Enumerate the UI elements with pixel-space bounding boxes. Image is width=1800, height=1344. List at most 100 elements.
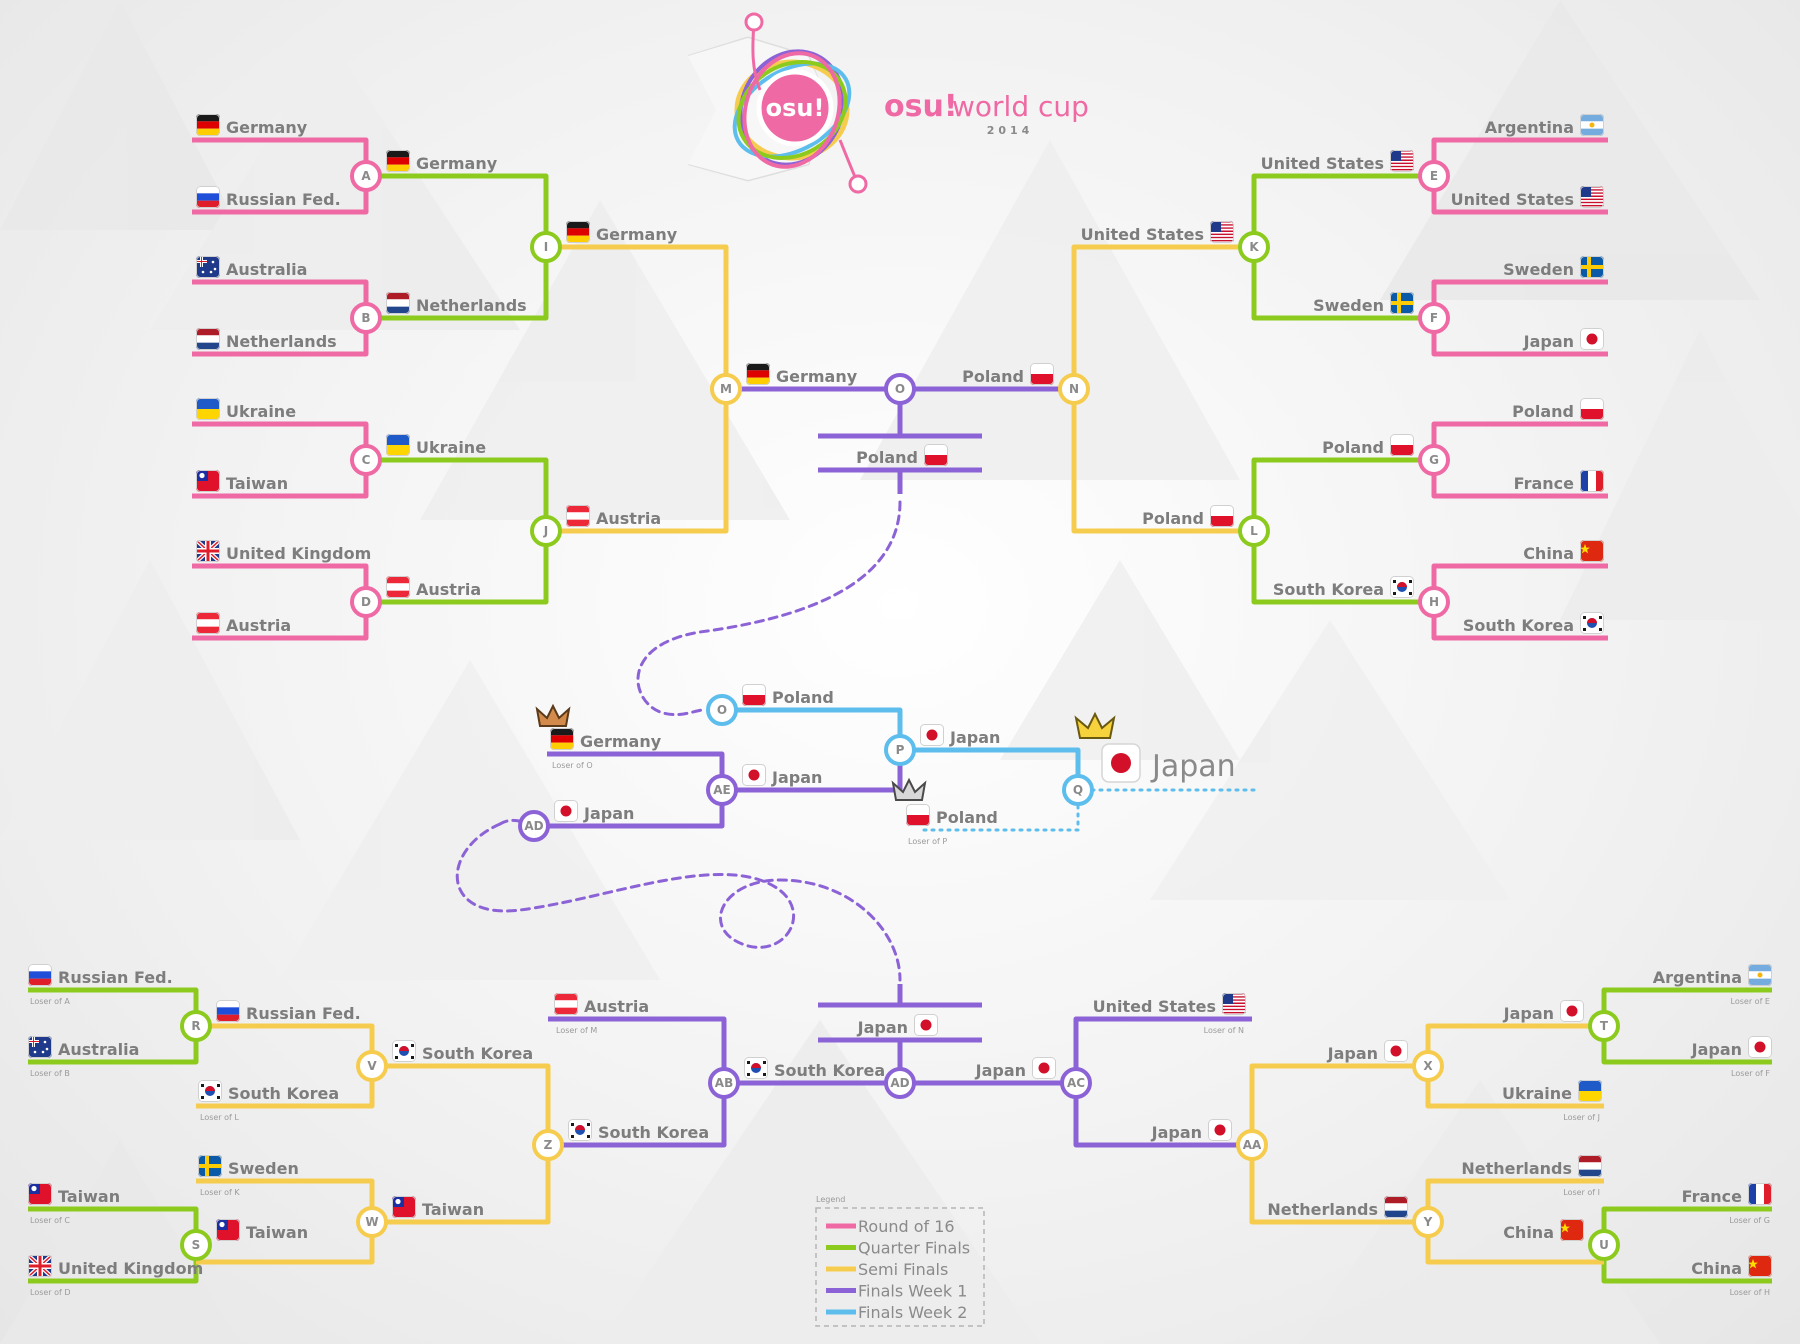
team-name: Germany — [416, 154, 498, 173]
team-note: Loser of C — [30, 1216, 70, 1225]
match-node-label: AA — [1243, 1138, 1262, 1152]
team-note: Loser of H — [1730, 1288, 1770, 1297]
jp-flag-icon — [1032, 1057, 1056, 1079]
logo-dot-bottom — [848, 174, 868, 194]
team-name: United Kingdom — [58, 1259, 203, 1278]
team-lb-ab-left-1: South Korea — [744, 1057, 885, 1080]
fr-flag-icon — [1580, 470, 1604, 492]
jp-flag-icon — [914, 1014, 938, 1036]
team-note: Loser of P — [908, 837, 947, 846]
nl-flag-icon — [1578, 1155, 1602, 1177]
team-wb-sf-right-0: United States — [1081, 221, 1234, 244]
gold-crown-icon — [1074, 711, 1116, 739]
team-name: China — [1523, 544, 1574, 563]
match-node-j: J — [530, 515, 562, 547]
ar-flag-icon — [1748, 964, 1772, 986]
team-lb-r2-right-3: China — [1503, 1219, 1584, 1242]
team-lb-r2-left-0: Russian Fed. — [216, 1000, 361, 1023]
pl-flag-icon — [906, 804, 930, 826]
match-node-label: P — [896, 743, 905, 757]
team-name: Netherlands — [416, 296, 527, 315]
team-name: Japan — [771, 768, 822, 787]
team-name: Taiwan — [422, 1200, 484, 1219]
team-name: United Kingdom — [226, 544, 371, 563]
team-name: Japan — [949, 728, 1000, 747]
at-flag-icon — [196, 612, 220, 634]
team-wb-r16-right-3: Japan — [1523, 328, 1604, 351]
q-loser-dotted — [916, 788, 1080, 832]
pl-flag-icon — [924, 444, 948, 466]
legend-label: Semi Finals — [858, 1260, 948, 1279]
team-name: France — [1682, 1187, 1742, 1206]
legend-item: Finals Week 2 — [826, 1303, 967, 1322]
nl-flag-icon — [1384, 1196, 1408, 1218]
logo-ring-green — [736, 60, 848, 160]
legend-item: Quarter Finals — [826, 1239, 970, 1258]
legend-label: Finals Week 2 — [858, 1303, 967, 1322]
team-wb-r16-right-2: Sweden — [1503, 256, 1604, 279]
nl-flag-icon — [386, 292, 410, 314]
ru-flag-icon — [28, 964, 52, 986]
match-node-label: AD — [890, 1076, 909, 1090]
bracket-lines — [28, 137, 1772, 1284]
match-node-label: N — [1069, 382, 1079, 396]
match-node-label: V — [367, 1059, 377, 1073]
team-wb-r16-left-6: United Kingdom — [196, 540, 371, 563]
match-node-n: N — [1058, 373, 1090, 405]
team-name: Australia — [58, 1040, 139, 1059]
jp-flag-icon — [1208, 1119, 1232, 1141]
logo-badge-text: osu! — [766, 94, 825, 122]
legend-item: Round of 16 — [826, 1217, 955, 1236]
match-node-a: A — [350, 160, 382, 192]
jp-flag-icon — [1384, 1040, 1408, 1062]
bronze-crown-icon — [535, 703, 571, 727]
team-note: Loser of M — [556, 1026, 597, 1035]
team-name: Ukraine — [226, 402, 296, 421]
team-lb-r2-right-1: Japan — [1327, 1040, 1408, 1063]
match-node-ad2: AD — [518, 810, 550, 842]
us-flag-icon — [1390, 150, 1414, 172]
tw-flag-icon — [196, 470, 220, 492]
team-wb-r16-left-0: Germany — [196, 114, 308, 137]
silver-crown-icon — [891, 777, 927, 801]
match-node-label: X — [1423, 1059, 1433, 1073]
match-node-z: Z — [532, 1129, 564, 1161]
team-lb-r1-left-0: Russian Fed.Loser of A — [28, 964, 173, 1006]
team-name: Poland — [936, 808, 998, 827]
team-note: Loser of G — [1729, 1216, 1770, 1225]
match-node-label: AB — [715, 1076, 733, 1090]
match-node-label: AE — [713, 783, 730, 797]
team-name: South Korea — [598, 1123, 709, 1142]
ua-flag-icon — [1578, 1080, 1602, 1102]
team-name: Poland — [1322, 438, 1384, 457]
team-note: Loser of D — [30, 1288, 71, 1297]
team-name: Japan — [1503, 1004, 1554, 1023]
match-node-label: H — [1429, 595, 1439, 609]
match-node-label: AD — [524, 819, 543, 833]
team-wb-sf-right-1: Poland — [1142, 505, 1234, 528]
team-lb-ac-right-1: Japan — [975, 1057, 1056, 1080]
match-node-label: I — [544, 240, 548, 254]
match-node-y: Y — [1412, 1206, 1444, 1238]
legend-frame — [815, 1207, 985, 1327]
match-node-label: S — [192, 1238, 201, 1252]
match-node-ac: AC — [1060, 1067, 1092, 1099]
match-node-label: W — [365, 1215, 378, 1229]
team-name: Japan — [1691, 1040, 1742, 1059]
team-wb-r16-right-5: France — [1514, 470, 1604, 493]
team-name: Taiwan — [226, 474, 288, 493]
match-node-label: G — [1429, 453, 1439, 467]
team-wb-r16-left-3: Netherlands — [196, 328, 337, 351]
match-node-o: O — [884, 373, 916, 405]
jp-flag-icon — [554, 800, 578, 822]
legend-label: Finals Week 1 — [858, 1282, 967, 1301]
